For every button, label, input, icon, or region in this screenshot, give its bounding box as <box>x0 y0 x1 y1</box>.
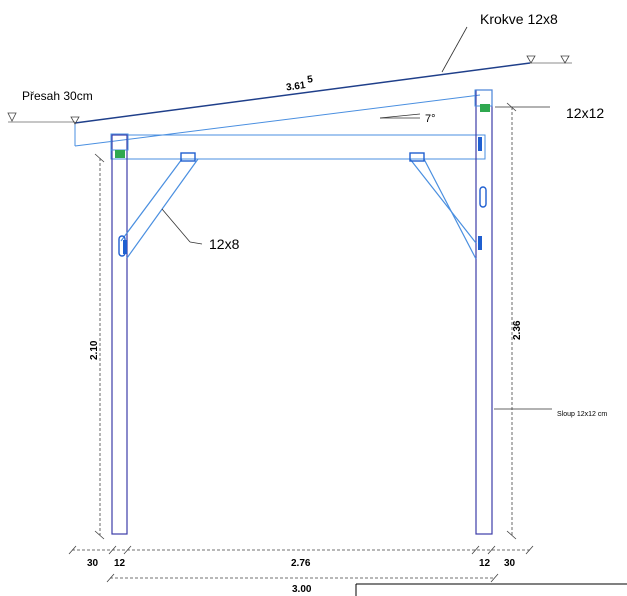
post-left-value: 12 <box>114 558 126 569</box>
rafter-length-value: 3.61 <box>285 80 306 94</box>
left-height-dimension: 2.10 <box>89 153 105 540</box>
brace-left <box>120 158 199 259</box>
total-span-dimension: 3.00 <box>106 573 499 595</box>
brace-right <box>409 158 477 260</box>
span-dimension-row: 30 12 2.76 12 30 <box>68 545 534 569</box>
right-height-value: 2.36 <box>512 320 523 340</box>
overhang-right-value: 30 <box>504 558 516 569</box>
total-span-value: 3.00 <box>292 584 312 595</box>
post-left <box>110 133 129 535</box>
top-beam <box>110 134 486 160</box>
leader-lines <box>161 26 552 410</box>
post-right-value: 12 <box>479 558 491 569</box>
overhang-left-value: 30 <box>87 558 99 569</box>
rafter-label: Krokve 12x8 <box>480 11 558 27</box>
post-right <box>474 89 493 535</box>
beam-size-label: 12x12 <box>566 105 604 121</box>
roof-angle-label: 7° <box>425 113 436 125</box>
level-marker-left <box>7 112 80 125</box>
left-height-value: 2.10 <box>89 340 100 360</box>
brace-connectors <box>118 137 487 257</box>
inner-span-value: 2.76 <box>291 558 311 569</box>
rafter-length-dimension: 3.61 5 <box>285 74 314 94</box>
overhang-label: Přesah 30cm <box>22 89 93 103</box>
rafter <box>74 62 531 147</box>
title-block-border <box>355 583 627 596</box>
brace-size-label: 12x8 <box>209 236 240 252</box>
right-height-dimension: 2.36 <box>506 102 523 540</box>
rafter-length-sup: 5 <box>307 74 314 86</box>
post-size-label: Sloup 12x12 cm <box>557 411 607 418</box>
level-marker-right <box>526 55 572 64</box>
joint-markers <box>115 104 490 158</box>
